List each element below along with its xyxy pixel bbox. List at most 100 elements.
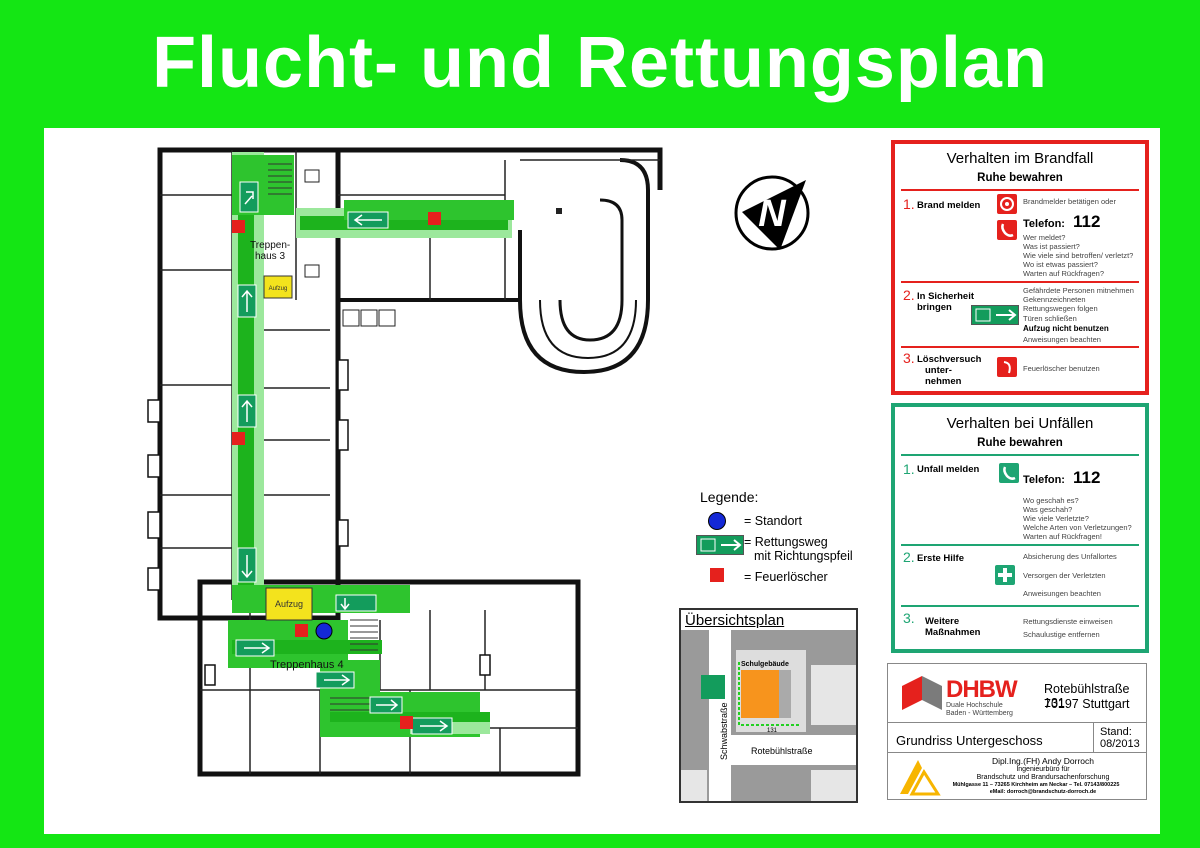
fire-extinguisher-icon [232, 432, 245, 445]
compass-north-icon: N [734, 175, 810, 251]
fire-step1-label: Brand melden [917, 200, 981, 211]
legend-extinguisher: = Feuerlöscher [744, 570, 828, 584]
emergency-exit-icon [235, 639, 275, 657]
logo-sub-1: Duale Hochschule [946, 702, 1003, 709]
overview-title: Übersichtsplan [685, 612, 785, 629]
acc-question-3: Wie viele Verletzte? [1023, 514, 1089, 523]
fire-step2-elevator: Aufzug nicht benutzen [1023, 324, 1109, 333]
acc-step2-label: Erste Hilfe [917, 553, 964, 564]
legend-route-1: = Rettungsweg [744, 535, 828, 549]
divider [888, 722, 1146, 723]
fire-extinguisher-icon [400, 716, 413, 729]
acc-step2-num: 2. [903, 549, 915, 565]
emergency-exit-icon [237, 394, 257, 428]
fire-title: Verhalten im Brandfall [946, 150, 1094, 167]
overview-map: Übersichtsplan Schulgebäude 131 Schwabst… [679, 608, 858, 803]
dhbw-logo-icon [902, 676, 942, 710]
fire-step1-num: 1. [903, 196, 915, 212]
logo-text: DHBW [946, 676, 1018, 703]
info-panel: DHBW Duale Hochschule Baden - Württember… [887, 663, 1147, 800]
accident-instructions-panel: Verhalten bei Unfällen Ruhe bewahren 1. … [891, 403, 1149, 653]
fire-question-3: Wie viele sind betroffen/ verletzt? [1023, 251, 1134, 260]
emergency-exit-icon [237, 284, 257, 318]
acc-step3-line-2: Schaulustige entfernen [1023, 630, 1100, 639]
emergency-exit-icon [696, 535, 744, 555]
address-line-2: 70197 Stuttgart [1044, 697, 1130, 711]
fire-step2-line-1: Gefährdete Personen mitnehmen [1023, 286, 1134, 295]
acc-step3-line-1: Rettungsdienste einweisen [1023, 617, 1113, 626]
fire-subtitle: Ruhe bewahren [977, 172, 1063, 184]
fire-question-4: Wo ist etwas passiert? [1023, 260, 1098, 269]
acc-step2-line-1: Absicherung des Unfallortes [1023, 552, 1117, 561]
acc-question-1: Wo geschah es? [1023, 496, 1079, 505]
fire-step3-text: Feuerlöscher benutzen [1023, 364, 1100, 373]
first-aid-icon [995, 565, 1015, 585]
author: Dipl.Ing.(FH) Andy Dorroch [991, 756, 1095, 766]
fire-step3-label-2: unter- [925, 365, 952, 376]
svg-text:Aufzug: Aufzug [275, 599, 303, 609]
fire-step2-doors: Türen schließen [1023, 314, 1077, 323]
accident-title: Verhalten bei Unfällen [946, 415, 1094, 432]
acc-step1-num: 1. [903, 461, 915, 477]
svg-text:Aufzug: Aufzug [269, 286, 288, 292]
page-title: Flucht- und Rettungsplan [152, 23, 1048, 103]
plan-name: Grundriss Untergeschoss [896, 733, 1043, 748]
phone-icon [999, 463, 1019, 483]
elevator-small: Aufzug [263, 275, 293, 299]
fire-instructions-panel: Verhalten im Brandfall Ruhe bewahren 1. … [891, 140, 1149, 395]
emergency-exit-icon [335, 594, 377, 612]
acc-step3-label-2: Maßnahmen [925, 627, 981, 638]
emergency-exit-icon [411, 717, 453, 735]
fire-extinguisher-icon [428, 212, 441, 225]
building-highlight [741, 670, 783, 718]
stand-date: 08/2013 [1100, 738, 1140, 750]
divider [901, 281, 1139, 283]
windows [147, 359, 491, 686]
divider [888, 752, 1146, 753]
acc-question-5: Warten auf Rückfragen! [1023, 532, 1102, 541]
fire-question-2: Was ist passiert? [1023, 242, 1080, 251]
fire-phone: Telefon:112 [1023, 212, 1101, 231]
acc-step3-num: 3. [903, 610, 915, 626]
fire-step2-line-3: Rettungswegen folgen [1023, 304, 1098, 313]
svg-text:Schwabstraße: Schwabstraße [719, 702, 729, 760]
legend-route-2: mit Richtungspfeil [754, 549, 853, 563]
divider [901, 189, 1139, 191]
divider [901, 346, 1139, 348]
office-1: Ingenieurbüro für [1016, 766, 1070, 773]
fire-step1-line1: Brandmelder betätigen oder [1023, 197, 1116, 206]
stand-label: Stand: [1100, 726, 1132, 738]
acc-step1-label: Unfall melden [917, 464, 980, 475]
acc-step2-line-2: Versorgen der Verletzten [1023, 571, 1106, 580]
fire-step3-label-3: nehmen [925, 376, 962, 387]
divider [1093, 722, 1094, 752]
emergency-exit-icon [971, 305, 1019, 325]
svg-text:131: 131 [767, 728, 778, 734]
acc-phone: Telefon:112 [1023, 468, 1101, 487]
fire-question-1: Wer meldet? [1023, 233, 1066, 242]
phone-icon [997, 220, 1017, 240]
acc-step3-label-1: Weitere [925, 616, 960, 627]
contact-2: eMail: dorroch@brandschutz-dorroch.de [989, 789, 1097, 795]
emergency-exit-icon [369, 696, 403, 714]
fire-step2-label-1: In Sicherheit [917, 291, 975, 302]
fire-step3-label-1: Löschversuch [917, 354, 982, 365]
divider [901, 454, 1139, 456]
fire-alarm-icon [997, 194, 1017, 214]
emergency-exit-icon [315, 671, 355, 689]
divider [901, 544, 1139, 546]
location-dot-icon [708, 512, 726, 530]
fixtures [304, 169, 562, 327]
stairs3-label-1: Treppen- [250, 240, 290, 251]
emergency-exit-icon [347, 211, 389, 229]
legend-location: = Standort [744, 514, 803, 528]
svg-text:N: N [758, 193, 787, 235]
fire-step2-label-2: bringen [917, 302, 952, 313]
fire-step2-num: 2. [903, 287, 915, 303]
fire-extinguisher-icon [997, 357, 1017, 377]
emergency-exit-icon [237, 547, 257, 583]
stairs3-label-2: haus 3 [255, 251, 285, 262]
address-line-1: Rotebühlstraße 131 [1044, 682, 1130, 710]
fire-step3-num: 3. [903, 350, 915, 366]
